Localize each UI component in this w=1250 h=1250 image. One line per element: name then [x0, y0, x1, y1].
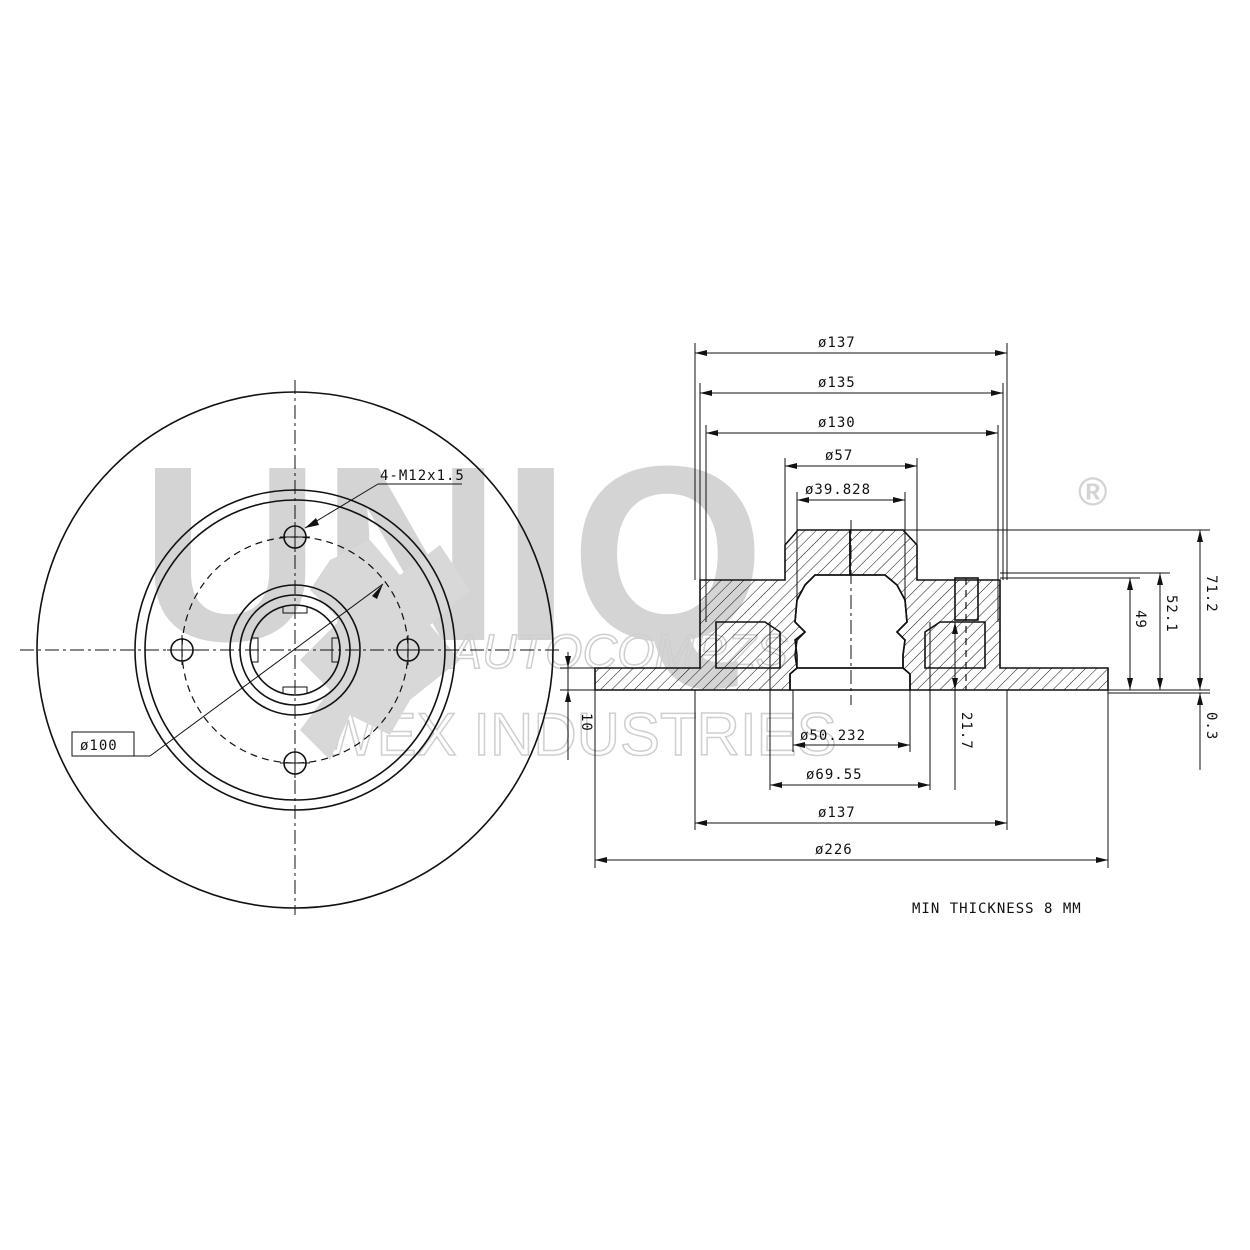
section-left-pocket [715, 621, 781, 669]
dim-top-5: ø39.828 [805, 482, 871, 498]
dim-bottom-2: ø69.55 [806, 767, 863, 783]
dim-71-2: 71.2 [1203, 575, 1219, 613]
dim-0-3: 0.3 [1203, 712, 1219, 740]
dim-21-7: 21.7 [958, 712, 974, 750]
bolt-thread-callout: 4-M12x1.5 [304, 468, 465, 529]
watermark-registered: ® [1078, 470, 1107, 514]
dim-bottom-4: ø226 [815, 842, 853, 858]
section-view: ø137 ø135 ø130 ø57 ø39.828 [560, 335, 1219, 868]
hub-bottom-lip [789, 667, 911, 691]
dim-top-2: ø135 [818, 375, 856, 391]
bottom-dimensions: ø50.232 ø69.55 ø137 ø226 [594, 622, 1109, 868]
watermark: UNIQ ® AUTOCOMPZS WEX INDUSTRIES [140, 414, 1107, 769]
dim-bottom-1: ø50.232 [800, 728, 866, 744]
dim-top-1: ø137 [818, 335, 856, 351]
dim-52-1: 52.1 [1163, 595, 1179, 633]
front-view: 4-M12x1.5 ø100 [20, 380, 560, 915]
watermark-brand: UNIQ [140, 414, 765, 693]
dim-bottom-3: ø137 [818, 805, 856, 821]
section-right-half [849, 529, 1109, 691]
pcd-label: ø100 [80, 738, 118, 754]
dim-top-4: ø57 [825, 448, 853, 464]
dim-49: 49 [1132, 610, 1148, 629]
dim-top-3: ø130 [818, 415, 856, 431]
min-thickness-note: MIN THICKNESS 8 MM [912, 901, 1082, 917]
bolt-thread-label: 4-M12x1.5 [380, 468, 465, 484]
dim-thickness: 10 [578, 713, 594, 732]
vertical-dimensions: 10 21.7 49 52.1 [560, 529, 1219, 790]
section-right-pocket [924, 621, 986, 669]
pcd-callout: ø100 [71, 583, 384, 757]
top-dimensions: ø137 ø135 ø130 ø57 ø39.828 [694, 335, 1008, 622]
watermark-line2: WEX INDUSTRIES [320, 701, 837, 768]
watermark-emblem-icon [300, 540, 470, 760]
